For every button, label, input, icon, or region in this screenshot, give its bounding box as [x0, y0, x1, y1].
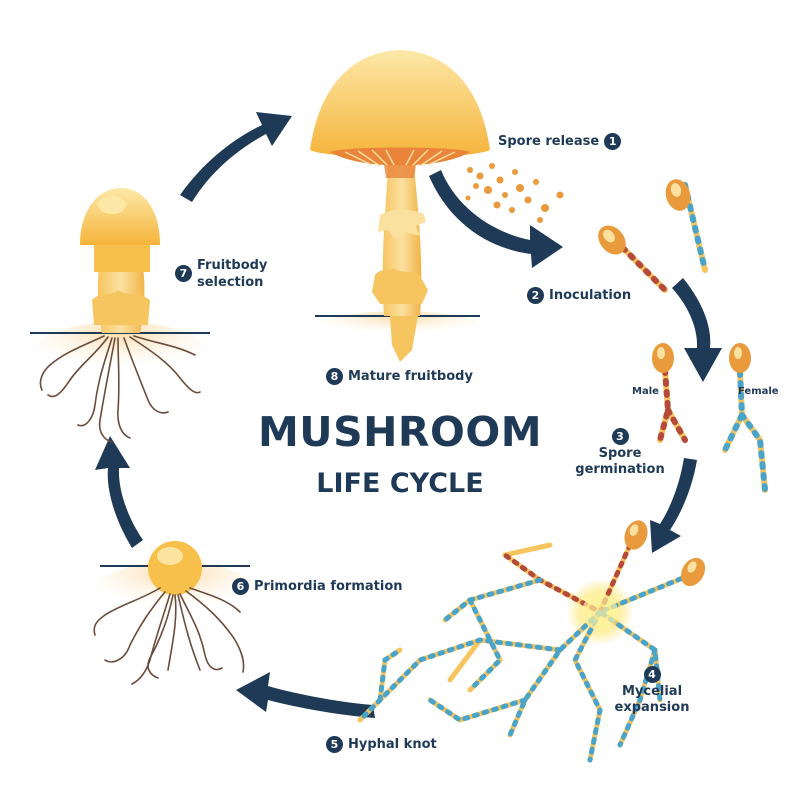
stage-3-text-line1: Spore [598, 446, 642, 461]
stage-4-text-line2: expansion [614, 700, 690, 715]
mycelial-network [357, 520, 706, 763]
stage-6-number: 6 [232, 578, 249, 595]
stage-3-text-line2: germination [575, 462, 665, 477]
diagram-subtitle: LIFE CYCLE [316, 468, 484, 499]
stage-8-text: Mature fruitbody [348, 369, 473, 384]
stage-2-number: 2 [527, 287, 544, 304]
stage-5-number: 5 [326, 736, 343, 753]
mature-fruitbody-illustration [310, 50, 490, 362]
arrow-3-to-4 [650, 458, 697, 553]
stage-5-text: Hyphal knot [348, 737, 437, 752]
stage-4-text-line1: Mycelial [621, 684, 683, 699]
stage-1-label: Spore release 1 [498, 133, 622, 150]
arrow-6-to-7 [95, 436, 143, 548]
stage-7-text-line1: Fruitbody [197, 258, 268, 273]
stage-2-text: Inoculation [549, 288, 632, 303]
arrow-5-to-6 [236, 672, 375, 718]
arrow-8-to-2 [429, 170, 563, 268]
male-spore-label: Male [632, 386, 659, 397]
arrow-7-to-8 [180, 112, 292, 202]
cycle-arrows [95, 112, 722, 718]
stage-6-text: Primordia formation [254, 579, 403, 594]
stage-5-label: 5 Hyphal knot [326, 736, 437, 753]
stage-3-label: 3 Spore germination [568, 428, 672, 477]
stage-8-label: 8 Mature fruitbody [326, 368, 473, 385]
stage-1-text: Spore release [498, 134, 600, 149]
stage-7-text-line2: selection [197, 275, 264, 290]
inoculation-spores [598, 179, 708, 293]
stage-4-label: 4 Mycelial expansion [600, 666, 704, 715]
fruitbody-selection-illustration [30, 188, 210, 443]
female-spore-label: Female [738, 386, 779, 397]
diagram-title: MUSHROOM [257, 408, 542, 456]
stage-8-number: 8 [326, 368, 343, 385]
stage-6-label: 6 Primordia formation [232, 578, 403, 595]
stage-7-number: 7 [175, 265, 192, 282]
hyphal-knot-glow [582, 594, 618, 630]
stage-1-number: 1 [604, 133, 622, 150]
stage-4-number: 4 [643, 666, 661, 683]
primordia-illustration [93, 541, 255, 685]
stage-7-label: 7 Fruitbody selection [175, 257, 267, 291]
stage-3-number: 3 [611, 428, 629, 445]
stage-2-label: 2 Inoculation [527, 287, 631, 304]
germinating-spores [652, 343, 768, 493]
released-spores [465, 163, 564, 223]
arrow-2-to-3 [672, 278, 722, 382]
